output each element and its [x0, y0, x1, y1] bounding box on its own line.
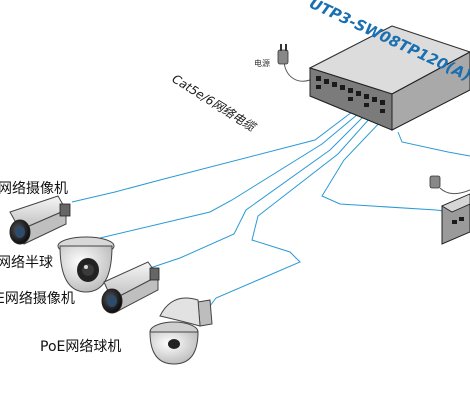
- box-camera-2-icon: [101, 261, 160, 314]
- speed-dome-camera-icon: [149, 297, 213, 365]
- power-plug-icon-2: [429, 175, 441, 189]
- device-label-mini-dome: 网络半球: [0, 255, 53, 271]
- box-camera-1-icon: [9, 195, 71, 245]
- second-poe-switch: [429, 175, 470, 245]
- cable-speed-dome: [209, 117, 371, 307]
- cat5e-cables: [71, 61, 470, 307]
- mini-dome-camera-icon: [57, 236, 115, 293]
- power-cord: [283, 61, 311, 82]
- cable-box-camera-2: [149, 115, 365, 269]
- cable-to-second-switch: [321, 117, 453, 213]
- cable-box-camera-1: [71, 111, 353, 203]
- power-plug-icon: [277, 44, 289, 65]
- device-label-box-camera-2: E网络摄像机: [0, 291, 75, 307]
- cable-mini-dome: [99, 113, 359, 239]
- power-cord-2: [439, 187, 470, 195]
- device-label-speed-dome: PoE网络球机: [40, 339, 122, 355]
- switch-ports: [316, 76, 385, 113]
- poe-switch: [308, 25, 470, 131]
- device-label-box-camera-1: 网络摄像机: [0, 181, 68, 197]
- power-label: 电源: [254, 59, 270, 68]
- cable-uplink: [397, 131, 470, 157]
